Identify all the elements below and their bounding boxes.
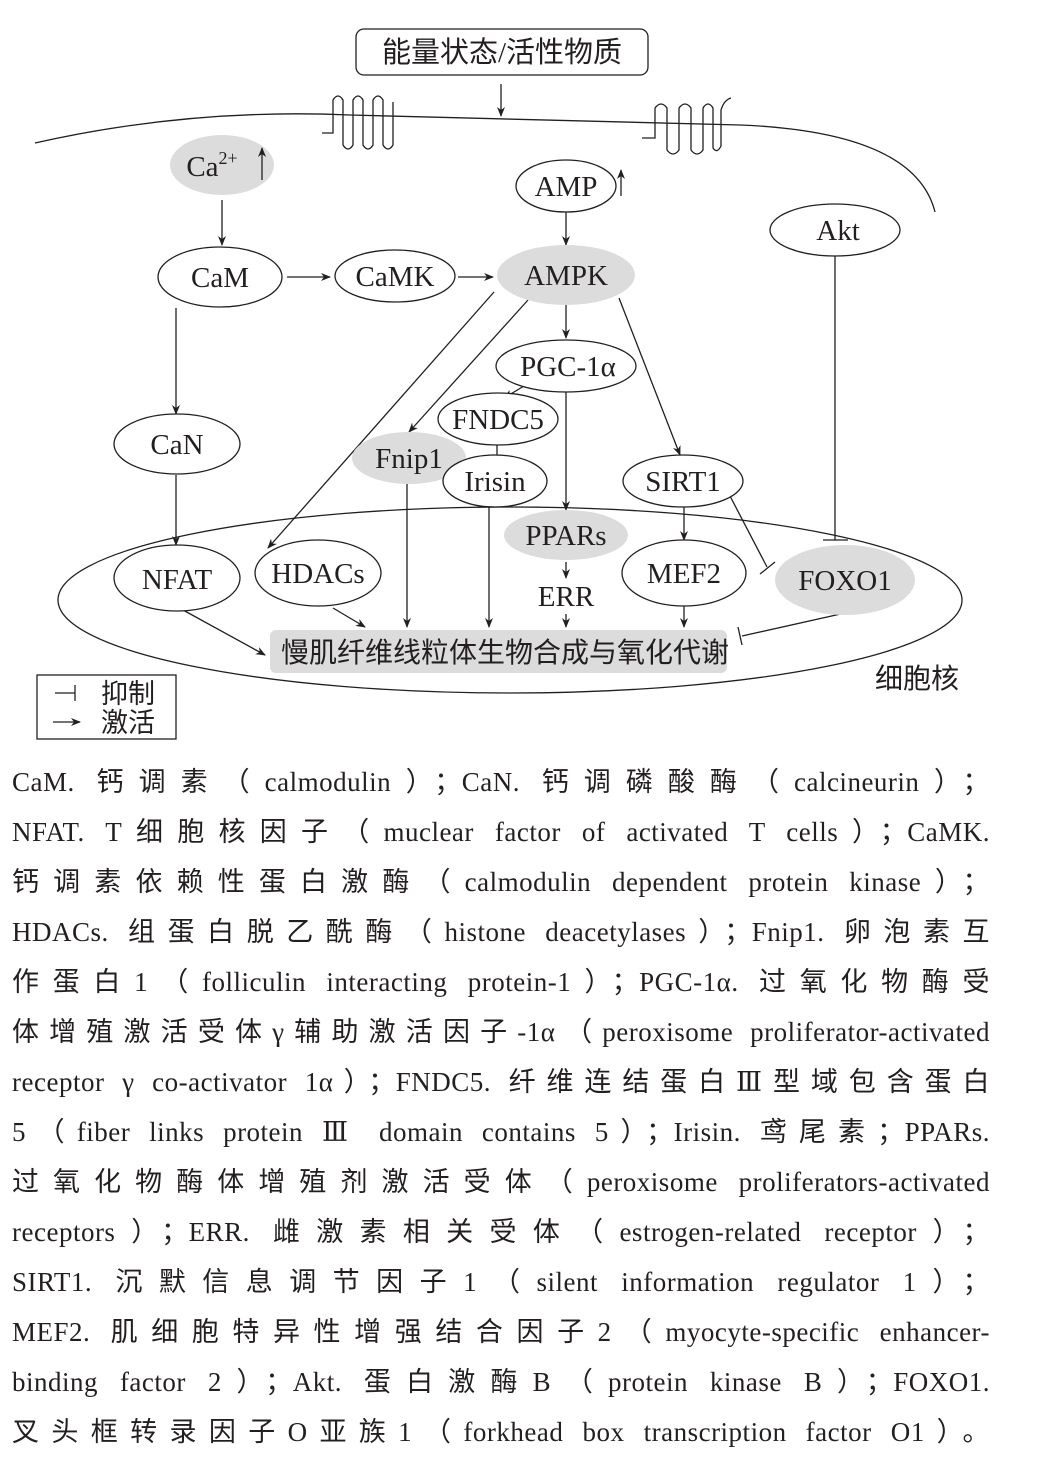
caption-line: NFAT. T细胞核因子（muclear factor of activated… <box>12 817 990 847</box>
node-fndc5 <box>437 392 559 446</box>
cam-label: CaM <box>191 262 249 294</box>
node-akt <box>769 203 901 257</box>
caption-line: binding factor 2）；Akt. 蛋白激酶B（protein kin… <box>12 1367 990 1397</box>
hdacs-label: HDACs <box>271 558 364 590</box>
legend-box <box>36 674 177 740</box>
node-foxo1 <box>775 545 915 615</box>
caption-line: MEF2. 肌细胞特异性增强结合因子2（myocyte-specific enh… <box>12 1317 990 1347</box>
node-pgc <box>495 339 637 393</box>
nfat-label: NFAT <box>142 564 213 596</box>
ca-label: Ca2+ <box>186 148 237 183</box>
caption-line: 过氧化物酶体增殖剂激活受体（peroxisome proliferators-a… <box>12 1167 990 1197</box>
node-ppars <box>504 510 628 560</box>
amp-label: AMP <box>535 171 598 203</box>
node-sirt1 <box>622 454 744 508</box>
nucleus <box>57 506 963 694</box>
cell-membrane <box>34 113 936 213</box>
caption-line: receptors）；ERR. 雌激素相关受体（estrogen-related… <box>12 1217 990 1247</box>
foxo1-label: FOXO1 <box>798 565 891 597</box>
nucleus-label: 细胞核 <box>875 663 959 695</box>
fndc5-label: FNDC5 <box>452 404 544 436</box>
caption-line: receptor γ co-activator 1α）；FNDC5. 纤维连结蛋… <box>12 1067 990 1097</box>
node-nfat <box>113 544 241 612</box>
node-camk <box>334 249 456 303</box>
legend-activate-label: 激活 <box>101 708 155 738</box>
camk-label: CaMK <box>356 261 435 293</box>
output-box <box>270 630 727 673</box>
ampk-label: AMPK <box>524 260 608 292</box>
stimulus-label: 能量状态/活性物质 <box>382 36 622 69</box>
sirt1-label: SIRT1 <box>645 466 721 498</box>
receptor-left <box>322 95 394 150</box>
caption-line: CaM. 钙调素（calmodulin）；CaN. 钙调磷酸酶（calcineu… <box>12 767 990 797</box>
mef2-label: MEF2 <box>647 558 721 590</box>
akt-label: Akt <box>816 215 860 247</box>
fnip1-label: Fnip1 <box>375 443 443 475</box>
node-ca <box>170 135 274 195</box>
node-cam <box>157 246 283 308</box>
node-can <box>113 413 241 475</box>
pathway-diagram: 能量状态/活性物质 Ca2+ AMP Akt CaM CaMK AMPK PGC… <box>34 28 963 740</box>
node-amp <box>515 159 617 213</box>
node-hdacs <box>254 539 382 607</box>
ppars-label: PPARs <box>525 520 606 552</box>
legend-inhibit-label: 抑制 <box>101 679 155 709</box>
output-label: 慢肌纤维线粒体生物合成与氧化代谢 <box>281 637 729 669</box>
caption-line: HDACs. 组蛋白脱乙酰酶（histone deacetylases）；Fni… <box>12 917 990 947</box>
caption-line: 叉头框转录因子O亚族1（forkhead box transcription f… <box>12 1417 990 1447</box>
err-label: ERR <box>538 581 595 613</box>
node-fnip1 <box>352 432 466 484</box>
caption-line: 作蛋白1（folliculin interacting protein-1）；P… <box>12 967 990 997</box>
can-label: CaN <box>150 429 203 461</box>
caption-line: 钙调素依赖性蛋白激酶（calmodulin dependent protein … <box>12 867 990 897</box>
caption-line: SIRT1. 沉默信息调节因子1（silent information regu… <box>12 1267 990 1297</box>
caption-line: 体增殖激活受体γ辅助激活因子-1α（peroxisome proliferato… <box>12 1017 990 1047</box>
receptor-right <box>642 97 732 155</box>
caption-line: 5（fiber links protein Ⅲ domain contains … <box>12 1117 990 1147</box>
node-irisin <box>442 454 548 508</box>
node-mef2 <box>621 539 747 607</box>
node-ampk <box>497 245 635 305</box>
irisin-label: Irisin <box>464 466 526 498</box>
pgc-label: PGC-1α <box>520 351 616 383</box>
stimulus-box <box>355 28 649 76</box>
